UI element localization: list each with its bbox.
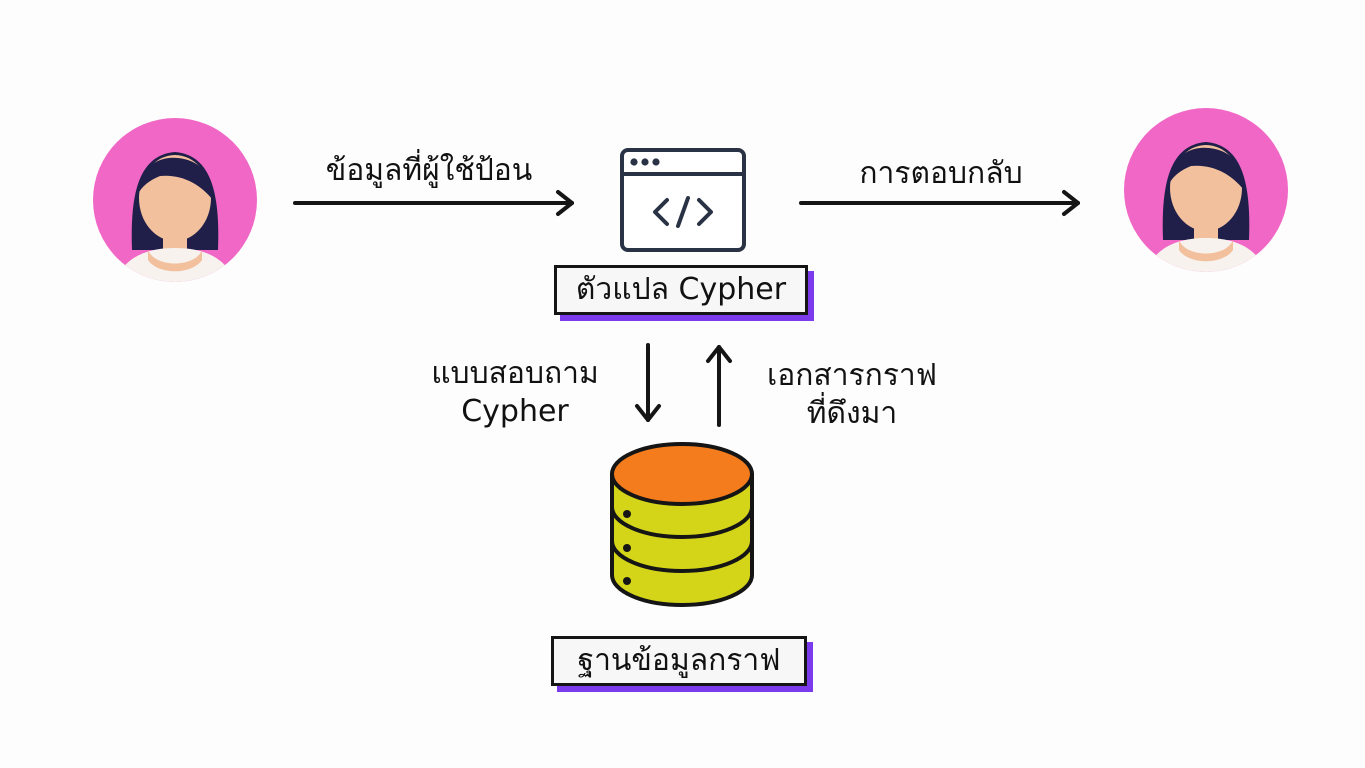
arrow-translator-to-response xyxy=(799,190,1080,216)
arrow-down-query xyxy=(635,343,661,422)
response-label: การตอบกลับ xyxy=(859,156,1023,191)
database-tag: ฐานข้อมูลกราฟ xyxy=(551,636,807,686)
user-avatar-left-icon xyxy=(93,118,257,282)
arrow-user-to-translator xyxy=(293,190,574,216)
retrieved-label-line-1: เอกสารกราฟ xyxy=(766,358,938,393)
query-label-line-2: Cypher xyxy=(461,394,569,429)
user-avatar-right-icon xyxy=(1124,108,1288,272)
retrieved-label-line-2: ที่ดึงมา xyxy=(806,396,898,431)
user-input-label: ข้อมูลที่ผู้ใช้ป้อน xyxy=(325,153,533,188)
retrieved-label: เอกสารกราฟ ที่ดึงมา xyxy=(742,357,962,433)
code-window-icon xyxy=(620,148,746,252)
database-icon xyxy=(610,442,754,607)
translator-tag: ตัวแปล Cypher xyxy=(554,265,808,315)
query-label: แบบสอบถาม Cypher xyxy=(405,355,625,431)
arrow-up-retrieved xyxy=(706,345,732,427)
query-label-line-1: แบบสอบถาม xyxy=(431,356,599,391)
